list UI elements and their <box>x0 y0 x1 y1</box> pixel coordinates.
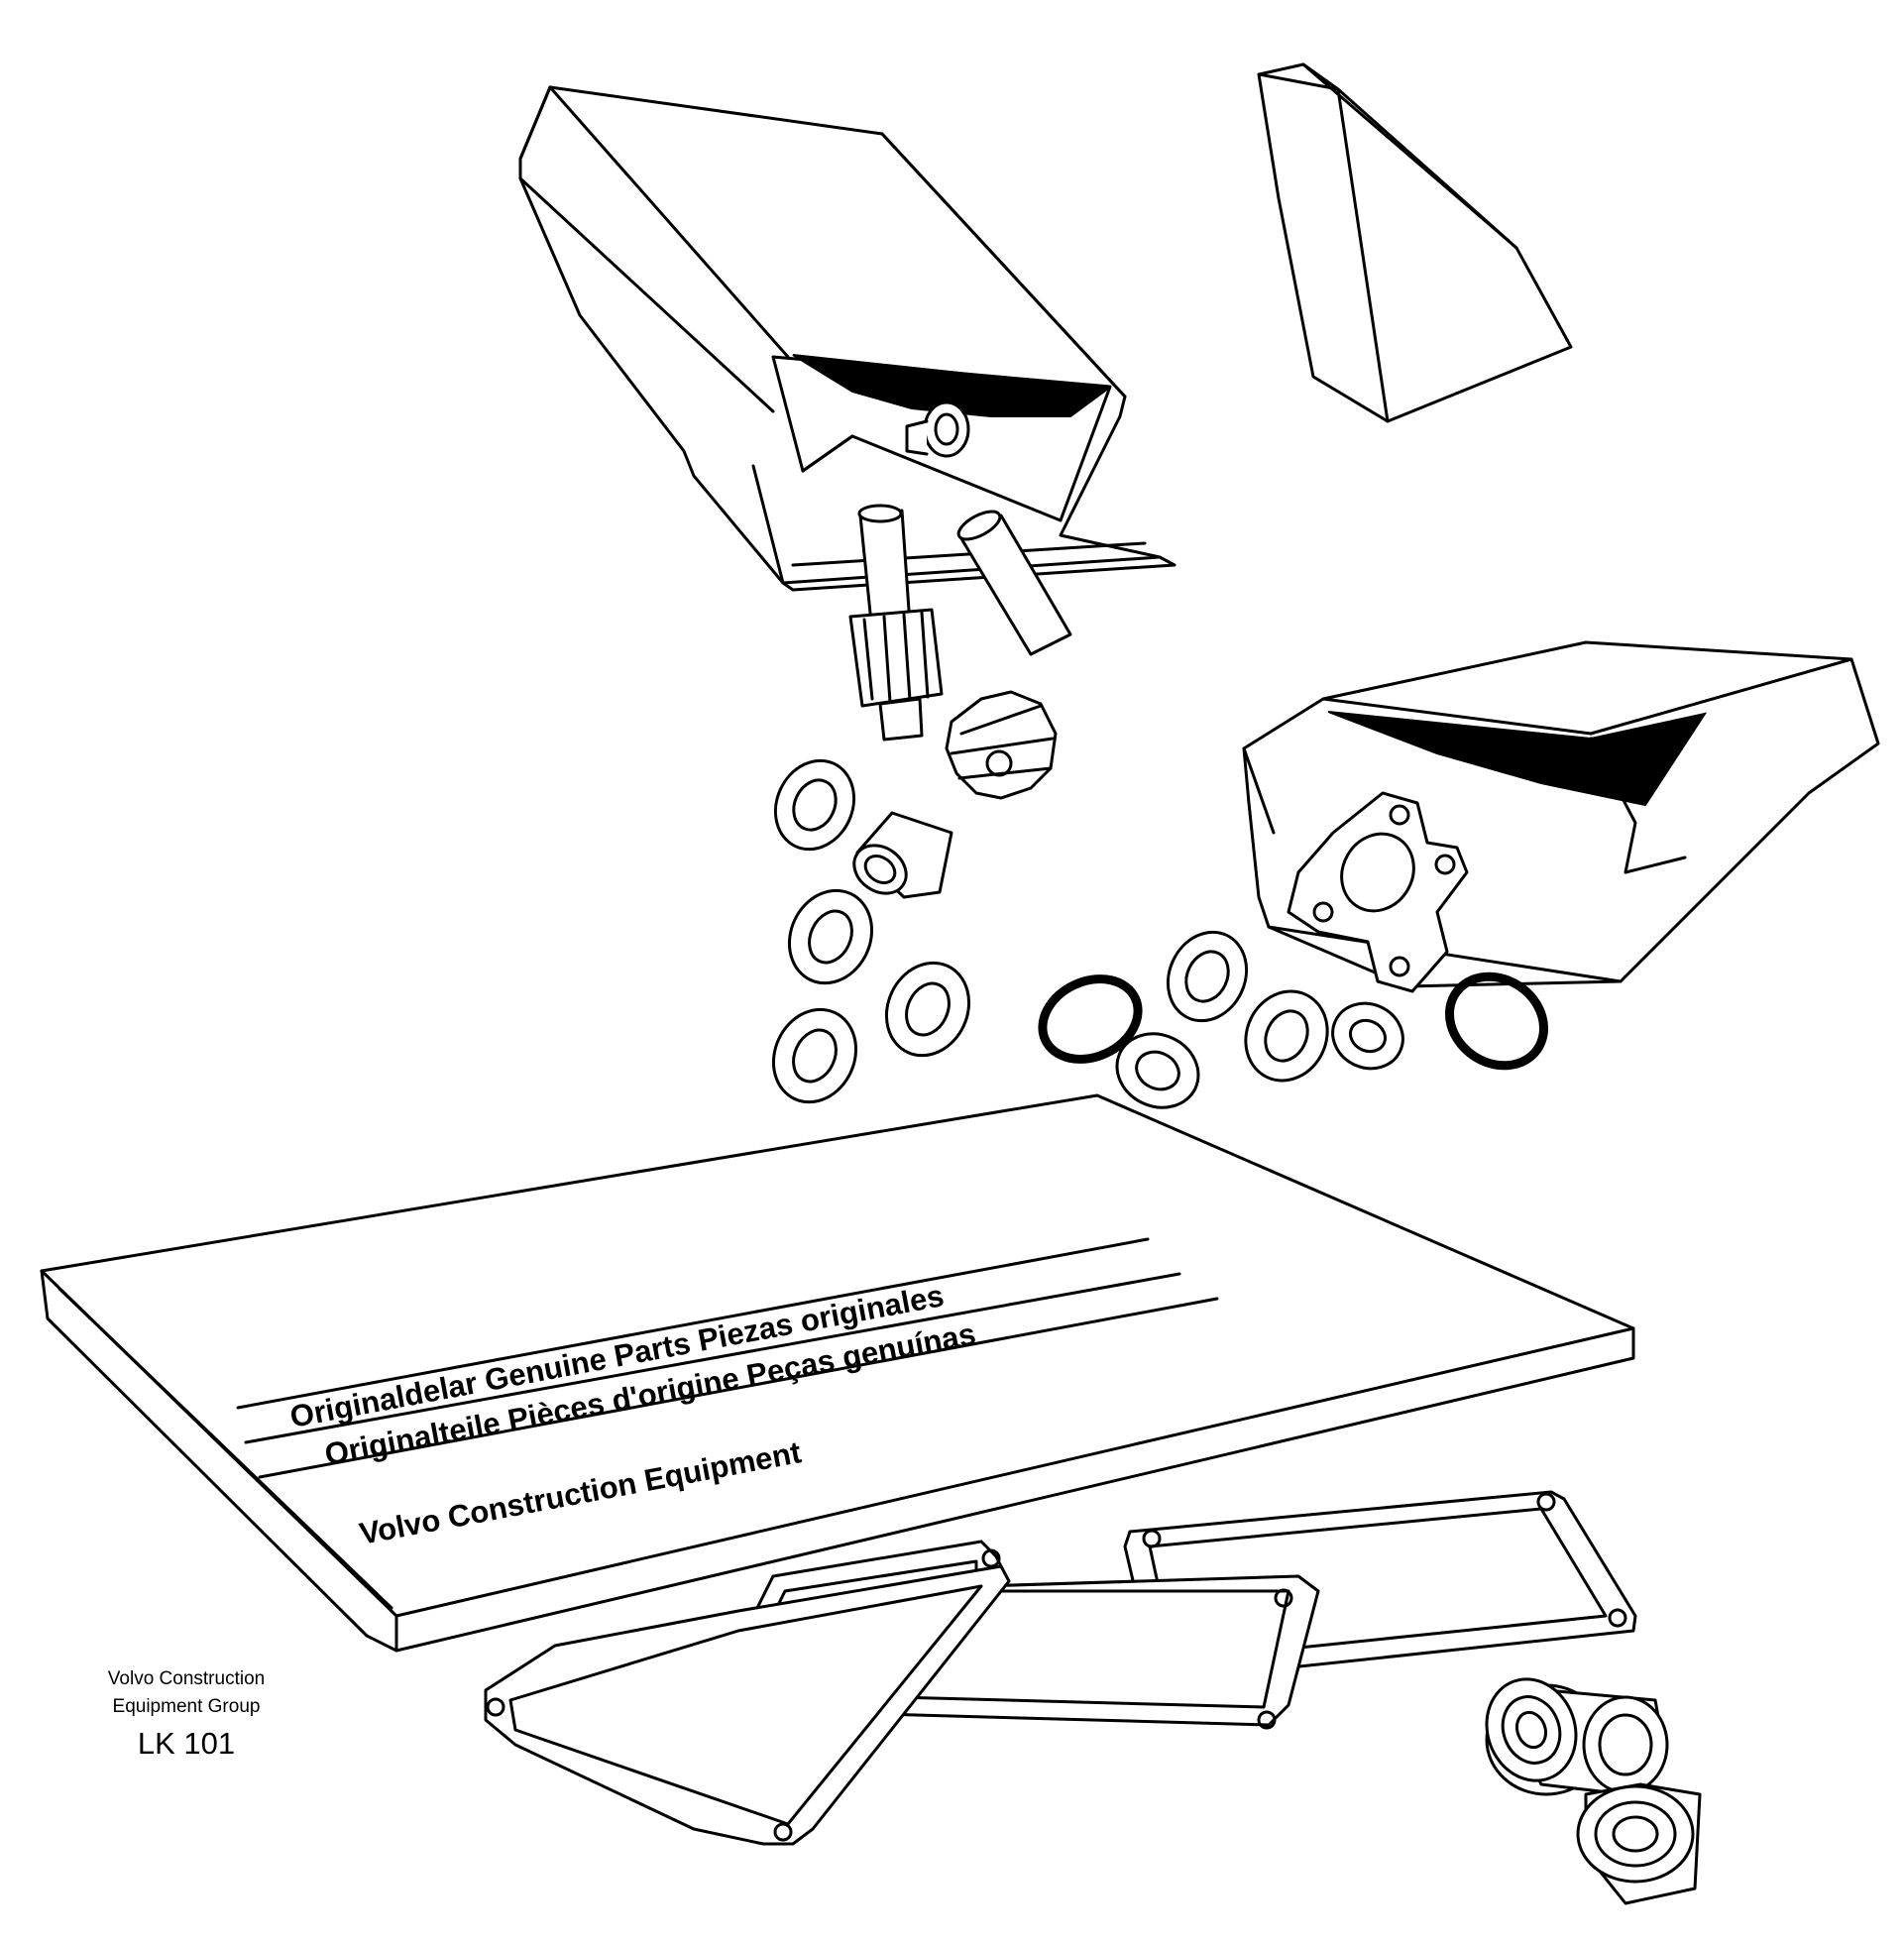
pin-part <box>956 510 1072 656</box>
flat-gaskets <box>484 1490 1637 1846</box>
washer-set-right <box>1038 930 1549 1109</box>
caption-org-line-2: Equipment Group <box>112 1696 261 1717</box>
gear-shaft-part <box>848 504 944 742</box>
washer-set-left <box>771 758 971 1104</box>
open-parts-box-upper <box>518 85 1176 592</box>
instruction-book: Originaldelar Genuine Parts Piezas origi… <box>40 1093 1635 1653</box>
closed-parts-box <box>1257 62 1573 423</box>
ball-bearings <box>1485 1677 1702 1905</box>
figure-caption: Volvo Construction Equipment Group LK 10… <box>57 1665 315 1765</box>
flange-gasket <box>1287 791 1469 993</box>
caption-org-line-1: Volvo Construction <box>107 1668 266 1689</box>
caption-figure-code: LK 101 <box>137 1726 236 1761</box>
gear-wheel-part <box>945 690 1058 800</box>
bushing-part <box>852 811 953 899</box>
